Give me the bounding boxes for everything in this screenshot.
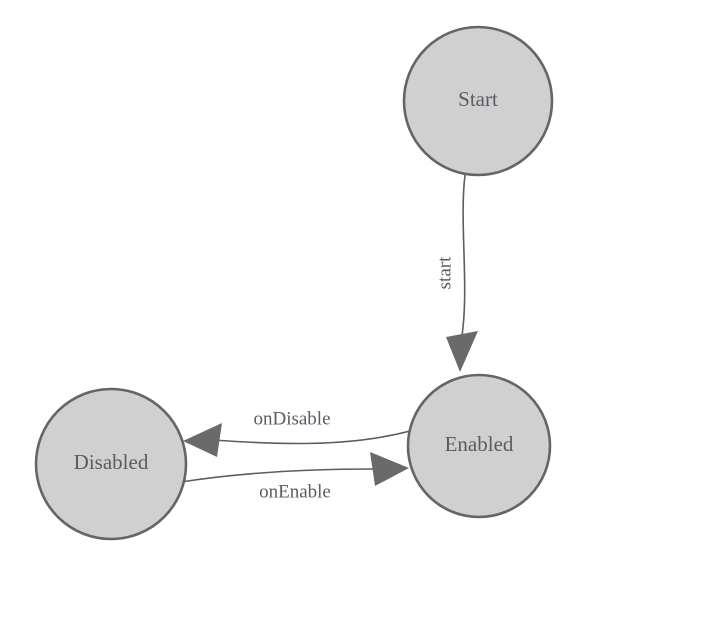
edge-label-start: start [434, 256, 455, 289]
state-node-disabled[interactable]: Disabled [34, 387, 188, 541]
state-node-disabled-label: Disabled [74, 450, 149, 474]
edge-start-to-enabled-path [460, 174, 466, 343]
state-node-start[interactable]: Start [402, 25, 554, 177]
edge-disabled-to-enabled-path [180, 468, 375, 483]
edge-disabled-to-enabled: onEnable [180, 452, 409, 502]
state-node-disabled-circle[interactable] [34, 387, 188, 541]
edge-enabled-to-disabled-arrowhead [183, 423, 222, 457]
state-node-enabled-circle[interactable] [406, 373, 552, 519]
edge-label-onenable: onEnable [259, 481, 331, 502]
edge-disabled-to-enabled-arrowhead [370, 452, 409, 486]
edge-enabled-to-disabled: onDisable [183, 408, 411, 457]
state-node-start-circle[interactable] [402, 25, 554, 177]
edge-start-to-enabled: start [434, 174, 478, 372]
state-node-enabled-label: Enabled [445, 432, 514, 456]
state-node-enabled[interactable]: Enabled [406, 373, 552, 519]
edge-start-to-enabled-arrowhead [446, 331, 478, 372]
edge-enabled-to-disabled-path [211, 430, 411, 445]
state-node-start-label: Start [458, 87, 498, 111]
edge-label-ondisable: onDisable [253, 408, 330, 429]
